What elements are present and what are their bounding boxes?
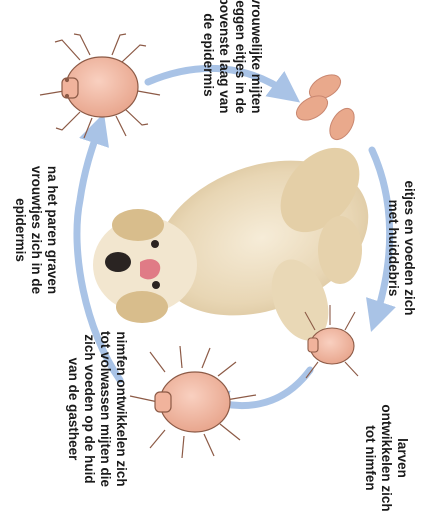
label-larvae-to-nymphs: larven ontwikkelen zich tot nimfen [362,402,410,514]
label-larvae-hatch: larven komen uit de eitjes en voeden zic… [369,163,421,333]
label-lay-eggs: vrouwelijke mijten leggen eitjes in de b… [200,0,264,135]
label-nymphs-to-adults: nimfen ontwikkelen zich tot volwassen mi… [65,314,129,504]
label-mating-burrow: na het paren graven vrouwtjes zich in de… [12,160,60,300]
dog-image [93,133,390,349]
eggs-icon [292,70,359,144]
